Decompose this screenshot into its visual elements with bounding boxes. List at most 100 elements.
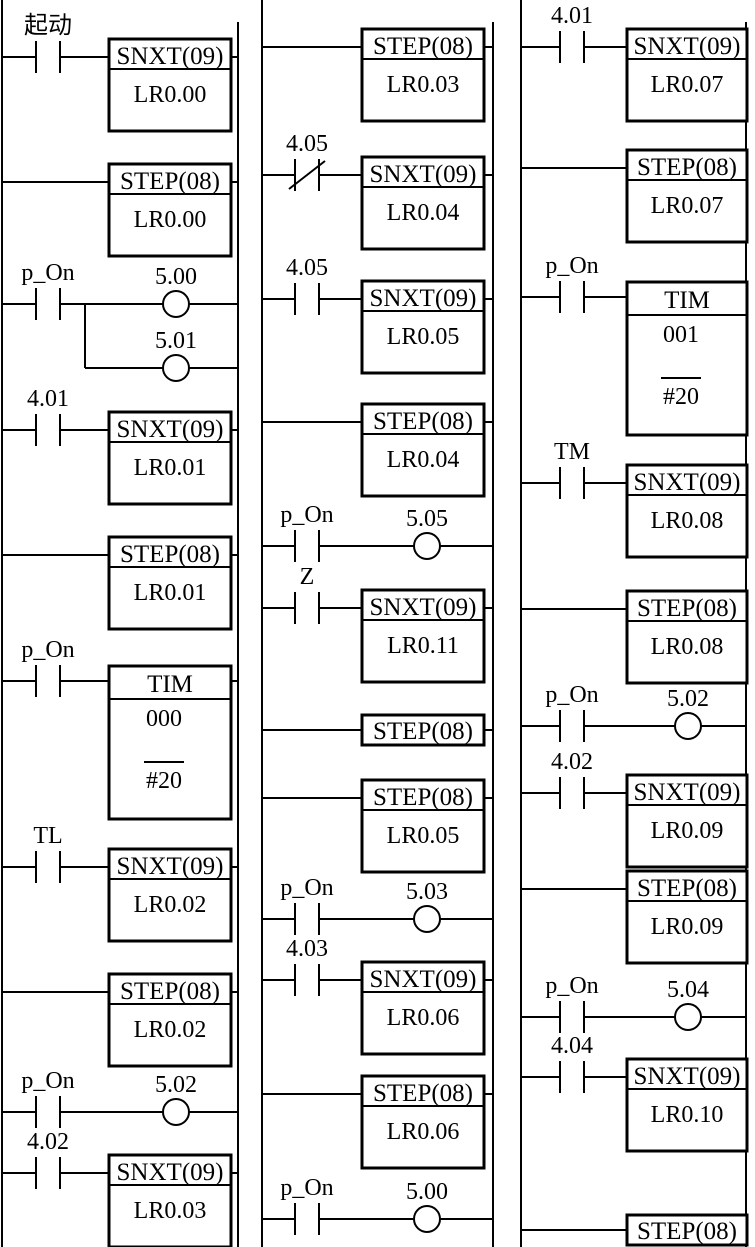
- output-coil: [162, 354, 190, 382]
- timer-box-frame: [625, 280, 749, 437]
- instruction-box: SNXT(09)LR0.06: [360, 960, 486, 1056]
- instruction-box-frame: [107, 847, 233, 943]
- output-coil: [674, 712, 702, 740]
- timer-number: 001: [663, 322, 699, 348]
- instruction-operand: LR0.05: [387, 324, 460, 350]
- no-contact: [559, 1061, 585, 1093]
- instruction-mnemonic: STEP(08): [373, 784, 473, 811]
- contact-label: 4.03: [286, 936, 328, 962]
- rung: STEP(08)LR0.04: [262, 402, 493, 498]
- rung: 起动 SNXT(09)LR0.00: [2, 12, 238, 133]
- instruction-mnemonic: STEP(08): [637, 875, 737, 902]
- instruction-mnemonic: SNXT(09): [634, 779, 741, 806]
- no-contact: [35, 1157, 61, 1189]
- instruction-box: STEP(08)LR0.08: [625, 589, 749, 685]
- no-contact: [294, 283, 320, 315]
- instruction-mnemonic: SNXT(09): [117, 1159, 224, 1186]
- instruction-mnemonic: SNXT(09): [117, 43, 224, 70]
- instruction-operand: LR0.02: [134, 1017, 207, 1043]
- timer-number: 000: [146, 706, 182, 732]
- no-contact: [559, 710, 585, 742]
- coil-address: 5.05: [406, 506, 448, 532]
- no-contact: [294, 964, 320, 996]
- contact-label: 起动: [24, 12, 72, 39]
- instruction-box-frame: [360, 588, 486, 684]
- coil-address: 5.04: [667, 977, 709, 1003]
- instruction-box-frame: [625, 589, 749, 685]
- instruction-operand: LR0.01: [134, 580, 207, 606]
- instruction-box: SNXT(09)LR0.00: [107, 37, 233, 133]
- contact-label: p_On: [280, 1175, 333, 1201]
- timer-box-frame: [107, 664, 233, 821]
- instruction-box: SNXT(09)LR0.04: [360, 155, 486, 251]
- output-coil: [674, 1003, 702, 1031]
- instruction-operand: LR0.02: [134, 892, 207, 918]
- output-coil: [162, 1098, 190, 1126]
- instruction-operand: LR0.03: [387, 72, 460, 98]
- no-contact: [294, 903, 320, 935]
- contact-label: TM: [554, 439, 590, 465]
- instruction-mnemonic: SNXT(09): [370, 594, 477, 621]
- instruction-box: SNXT(09)LR0.09: [625, 773, 749, 869]
- contact-label: p_On: [545, 973, 598, 999]
- no-contact: [35, 41, 61, 73]
- contact-label: 4.01: [551, 3, 593, 29]
- instruction-box-frame: [107, 1153, 233, 1247]
- instruction-mnemonic: SNXT(09): [370, 285, 477, 312]
- rung: p_On 5.04: [521, 973, 746, 1033]
- instruction-box: STEP(08)LR0.06: [360, 1074, 486, 1170]
- instruction-box: STEP(08): [625, 1213, 749, 1247]
- instruction-box: STEP(08)LR0.00: [107, 162, 233, 258]
- instruction-box: SNXT(09)LR0.01: [107, 410, 233, 506]
- instruction-operand: LR0.10: [651, 1102, 724, 1128]
- rung: STEP(08): [262, 713, 493, 747]
- instruction-mnemonic: SNXT(09): [634, 33, 741, 60]
- instruction-operand: LR0.11: [387, 633, 459, 659]
- contact-label: p_On: [545, 682, 598, 708]
- no-contact: [559, 1001, 585, 1033]
- no-contact: [294, 592, 320, 624]
- coil-address: 5.02: [155, 1072, 197, 1098]
- instruction-mnemonic: SNXT(09): [370, 161, 477, 188]
- output-coil: [413, 905, 441, 933]
- instruction-operand: LR0.01: [134, 455, 207, 481]
- contact-label: p_On: [280, 502, 333, 528]
- instruction-operand: LR0.05: [387, 823, 460, 849]
- contact-label: p_On: [280, 875, 333, 901]
- contact-label: p_On: [21, 637, 74, 663]
- no-contact: [559, 467, 585, 499]
- no-contact: [559, 281, 585, 313]
- instruction-box-frame: [107, 37, 233, 133]
- no-contact: [559, 31, 585, 63]
- contact-label: p_On: [21, 1068, 74, 1094]
- rung: STEP(08)LR0.03: [262, 27, 493, 123]
- instruction-box: STEP(08): [360, 713, 486, 747]
- instruction-box-frame: [360, 27, 486, 123]
- output-coil: [413, 532, 441, 560]
- contact-label: Z: [300, 564, 315, 590]
- rung: Z SNXT(09) LR0.11: [262, 564, 493, 684]
- instruction-box-frame: [107, 162, 233, 258]
- instruction-box: STEP(08) LR0.02: [107, 972, 233, 1068]
- instruction-box-frame: [625, 773, 749, 869]
- instruction-box-frame: [360, 1074, 486, 1170]
- instruction-operand: LR0.03: [134, 1198, 207, 1224]
- instruction-mnemonic: SNXT(09): [117, 853, 224, 880]
- output-coil: [162, 290, 190, 318]
- instruction-mnemonic: SNXT(09): [634, 1063, 741, 1090]
- instruction-mnemonic: STEP(08): [373, 408, 473, 435]
- instruction-mnemonic: STEP(08): [120, 978, 220, 1005]
- timer-preset: #20: [663, 384, 699, 410]
- no-contact: [294, 1203, 320, 1235]
- instruction-operand: LR0.08: [651, 508, 724, 534]
